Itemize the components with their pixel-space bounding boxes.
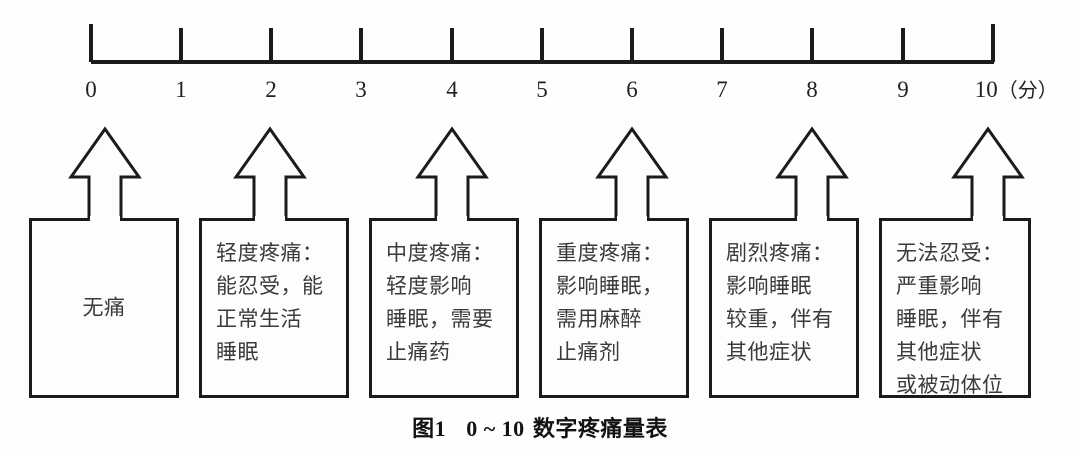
pain-description-box-6: 重度疼痛： 影响睡眠， 需用麻醉止痛剂 bbox=[539, 218, 689, 398]
pain-description-line: 无法忍受： bbox=[896, 241, 1004, 265]
ruler-label-value: 2 bbox=[265, 77, 277, 102]
ruler-tick-10 bbox=[991, 24, 995, 62]
ruler-label-value: 10 bbox=[974, 77, 998, 102]
up-arrow-outline bbox=[233, 126, 307, 225]
up-arrow-icon bbox=[951, 126, 1025, 225]
pain-description-box-0: 无痛 bbox=[29, 218, 179, 398]
pain-description-line: 能忍受，能 bbox=[216, 274, 324, 298]
ruler-label-2: 2 bbox=[265, 78, 277, 101]
ruler-unit-label: （分） bbox=[997, 78, 1058, 102]
pain-description-line: 无痛 bbox=[82, 295, 126, 320]
up-arrow-icon bbox=[233, 126, 307, 225]
pain-description-line: 止痛药 bbox=[386, 340, 451, 364]
up-arrow-outline bbox=[68, 126, 142, 225]
numeric-rating-ruler: 0 1 2 3 4 5 6 7 8 9 10（分） bbox=[0, 0, 1080, 110]
pain-description-line: 轻度影响 bbox=[386, 274, 472, 298]
ruler-label-9: 9 bbox=[897, 78, 909, 101]
pain-description-line: 影响睡眠 bbox=[726, 274, 812, 298]
ruler-tick-1 bbox=[179, 28, 183, 62]
ruler-label-6: 6 bbox=[626, 78, 638, 101]
arrow-stem-join-mask bbox=[437, 216, 467, 222]
ruler-label-8: 8 bbox=[806, 78, 818, 101]
ruler-label-value: 7 bbox=[716, 77, 728, 102]
pain-description-line: 严重影响 bbox=[896, 274, 982, 298]
ruler-label-7: 7 bbox=[716, 78, 728, 101]
ruler-label-value: 9 bbox=[897, 77, 909, 102]
ruler-label-0: 0 bbox=[85, 78, 97, 101]
pain-description-text: 无法忍受： 严重影响睡眠，伴有其他症状或被动体位 bbox=[882, 221, 1028, 402]
ruler-label-value: 3 bbox=[355, 77, 367, 102]
caption-prefix: 图1 bbox=[412, 416, 447, 441]
caption-range: 0 ~ 10 bbox=[466, 416, 525, 441]
ruler-label-value: 8 bbox=[806, 77, 818, 102]
pain-description-line: 正常生活 bbox=[216, 307, 302, 331]
arrow-stem-join-mask bbox=[973, 216, 1003, 222]
ruler-baseline bbox=[91, 60, 994, 64]
pain-description-line: 轻度疼痛： bbox=[216, 241, 324, 265]
pain-description-text: 重度疼痛： 影响睡眠， 需用麻醉止痛剂 bbox=[542, 221, 686, 369]
ruler-tick-5 bbox=[540, 28, 544, 62]
pain-description-line: 其他症状 bbox=[896, 340, 982, 364]
pain-description-text: 中度疼痛： 轻度影响睡眠，需要止痛药 bbox=[372, 221, 516, 369]
ruler-label-10: 10（分） bbox=[975, 78, 1058, 102]
pain-description-line: 睡眠，伴有 bbox=[896, 307, 1004, 331]
ruler-label-value: 5 bbox=[536, 77, 548, 102]
ruler-label-value: 0 bbox=[85, 77, 97, 102]
ruler-tick-2 bbox=[269, 28, 273, 62]
up-arrow-icon bbox=[775, 126, 849, 225]
arrow-stem-join-mask bbox=[255, 216, 285, 222]
up-arrow-outline bbox=[775, 126, 849, 225]
ruler-tick-4 bbox=[450, 28, 454, 62]
pain-description-line: 较重，伴有 bbox=[726, 307, 834, 331]
arrow-stem-join-mask bbox=[617, 216, 647, 222]
pain-description-box-2: 轻度疼痛： 能忍受，能正常生活睡眠 bbox=[199, 218, 349, 398]
ruler-label-value: 4 bbox=[446, 77, 458, 102]
pain-description-line: 剧烈疼痛： bbox=[726, 241, 834, 265]
ruler-label-value: 6 bbox=[626, 77, 638, 102]
ruler-tick-9 bbox=[901, 28, 905, 62]
ruler-tick-3 bbox=[359, 28, 363, 62]
up-arrow-icon bbox=[68, 126, 142, 225]
pain-description-text: 无痛 bbox=[32, 292, 176, 325]
pain-description-line: 睡眠，需要 bbox=[386, 307, 494, 331]
up-arrow-icon bbox=[415, 126, 489, 225]
ruler-label-5: 5 bbox=[536, 78, 548, 101]
pain-description-line: 中度疼痛： bbox=[386, 241, 494, 265]
figure-caption: 图1 0 ~ 10 数字疼痛量表 bbox=[0, 414, 1080, 445]
pain-description-text: 剧烈疼痛： 影响睡眠较重，伴有其他症状 bbox=[712, 221, 856, 369]
pain-description-line: 其他症状 bbox=[726, 340, 812, 364]
ruler-tick-6 bbox=[630, 28, 634, 62]
ruler-label-3: 3 bbox=[355, 78, 367, 101]
pain-description-line: 睡眠 bbox=[216, 340, 259, 364]
pain-description-line: 影响睡眠， bbox=[556, 274, 664, 298]
pain-description-line: 重度疼痛： bbox=[556, 241, 664, 265]
ruler-label-4: 4 bbox=[446, 78, 458, 101]
up-arrow-outline bbox=[951, 126, 1025, 225]
ruler-label-1: 1 bbox=[175, 78, 187, 101]
arrow-stem-join-mask bbox=[90, 216, 120, 222]
ruler-tick-0 bbox=[89, 24, 93, 62]
pain-description-line: 需用麻醉 bbox=[556, 307, 642, 331]
pain-description-box-8: 剧烈疼痛： 影响睡眠较重，伴有其他症状 bbox=[709, 218, 859, 398]
pain-description-line: 或被动体位 bbox=[896, 373, 1004, 397]
pain-description-box-4: 中度疼痛： 轻度影响睡眠，需要止痛药 bbox=[369, 218, 519, 398]
up-arrow-outline bbox=[415, 126, 489, 225]
pain-description-box-10: 无法忍受： 严重影响睡眠，伴有其他症状或被动体位 bbox=[879, 218, 1031, 398]
up-arrow-icon bbox=[595, 126, 669, 225]
arrow-stem-join-mask bbox=[797, 216, 827, 222]
ruler-tick-7 bbox=[720, 28, 724, 62]
pain-description-line: 止痛剂 bbox=[556, 340, 621, 364]
caption-title: 数字疼痛量表 bbox=[532, 417, 668, 442]
ruler-label-value: 1 bbox=[175, 77, 187, 102]
ruler-tick-8 bbox=[810, 28, 814, 62]
up-arrow-outline bbox=[595, 126, 669, 225]
pain-description-text: 轻度疼痛： 能忍受，能正常生活睡眠 bbox=[202, 221, 346, 369]
